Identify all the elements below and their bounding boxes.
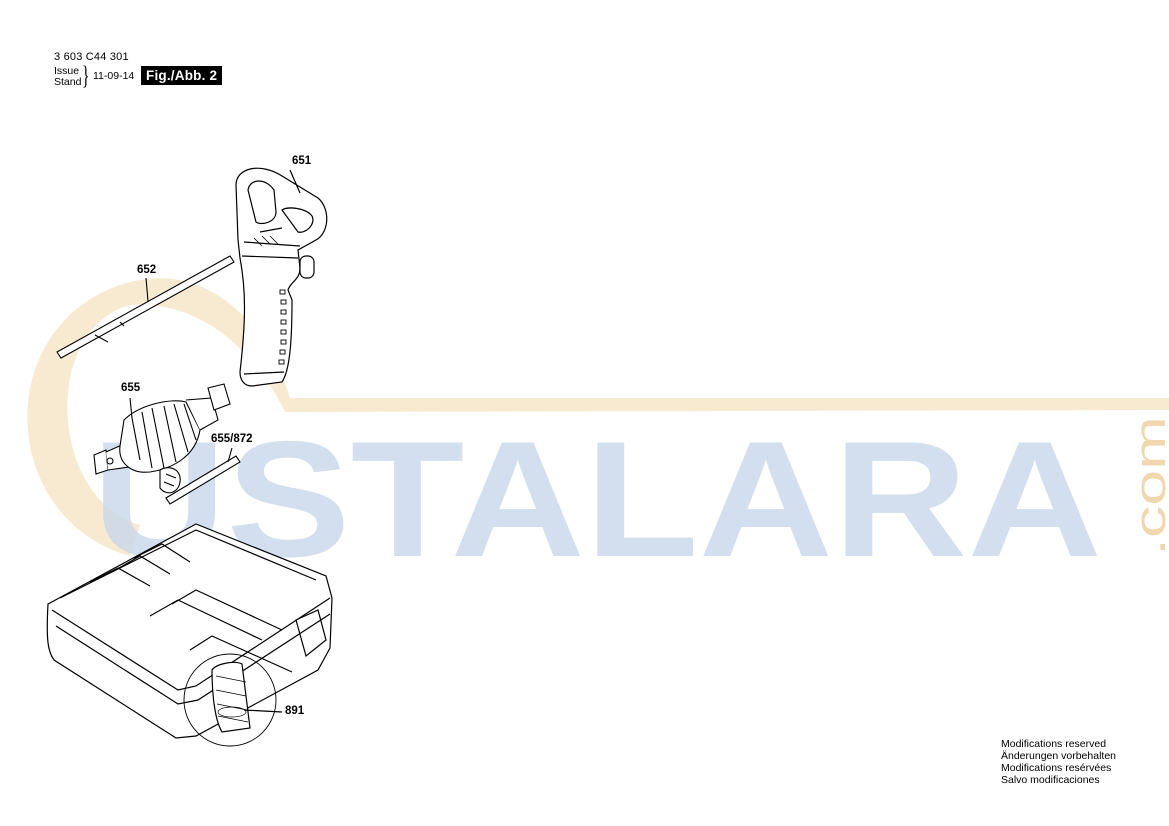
- watermark-suffix: .com: [1126, 416, 1169, 556]
- modifications-line-en: Modifications reserved: [1001, 738, 1107, 750]
- keyed-chuck-drawing: [93, 383, 231, 475]
- modifications-notice: Modifications reserved Änderungen vorbeh…: [1001, 738, 1116, 786]
- issue-label: Issue: [54, 65, 80, 77]
- callout-891: 891: [285, 705, 305, 717]
- modifications-line-de: Änderungen vorbehalten: [1001, 750, 1117, 762]
- chuck-key-drawing: [159, 447, 241, 505]
- auxiliary-handle-drawing: [235, 167, 328, 387]
- depth-stop-drawing: [56, 255, 235, 359]
- carrying-case-drawing: [46, 523, 333, 747]
- stand-label: Stand: [54, 76, 82, 88]
- callout-655: 655: [121, 382, 141, 394]
- figure-label: Fig./Abb. 2: [141, 66, 223, 85]
- brace-glyph: }: [82, 61, 90, 90]
- callout-655-872: 655/872: [211, 433, 253, 445]
- issue-date: 11-09-14: [93, 70, 135, 82]
- callout-652: 652: [137, 264, 157, 276]
- part-number: 3 603 C44 301: [54, 51, 129, 63]
- issue-stand-labels: Issue Stand: [54, 66, 81, 88]
- modifications-line-fr: Modifications resérvées: [1001, 762, 1112, 774]
- modifications-line-es: Salvo modificaciones: [1001, 774, 1100, 786]
- callout-651: 651: [292, 155, 312, 167]
